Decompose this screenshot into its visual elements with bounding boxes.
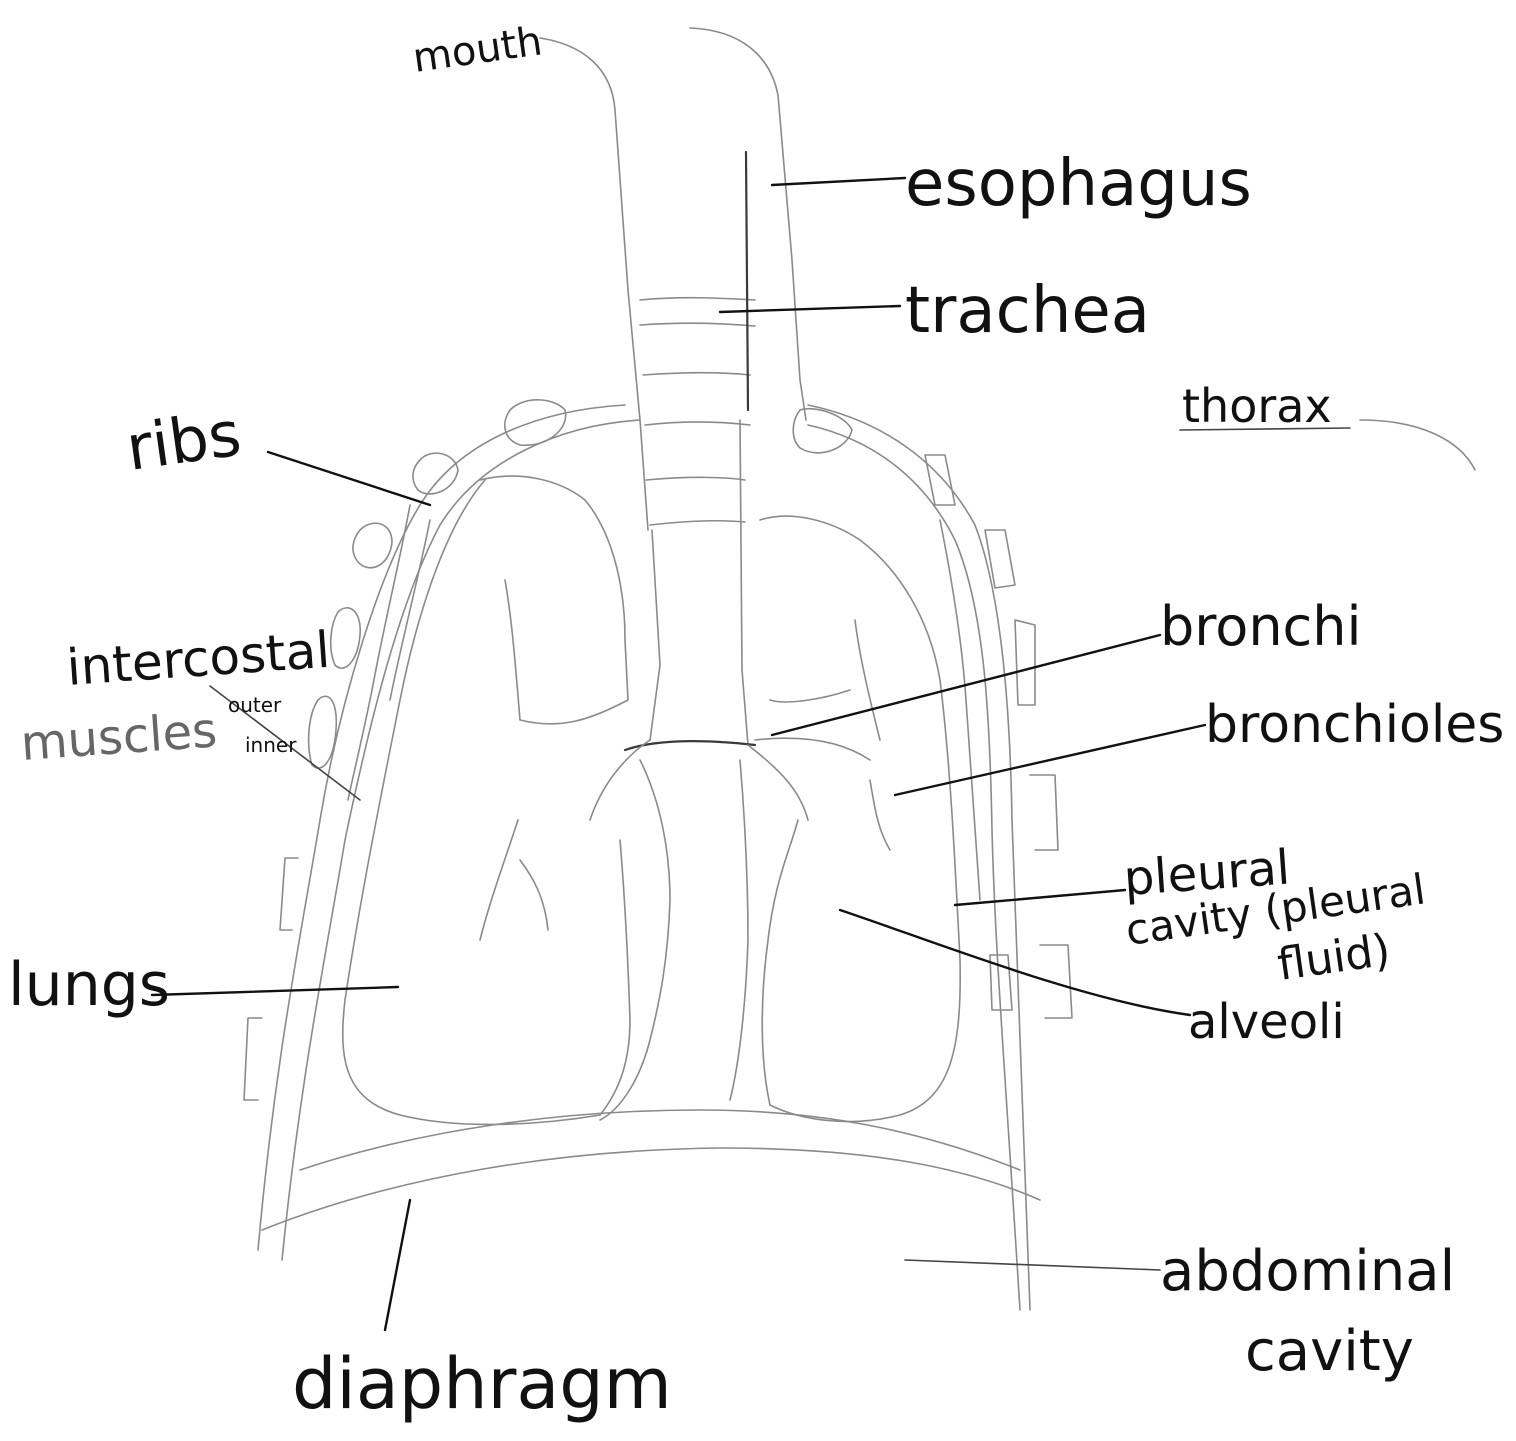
label-diaphragm: diaphragm	[292, 1343, 672, 1425]
label-bronchioles: bronchioles	[1205, 695, 1504, 755]
label-ribs: ribs	[122, 397, 245, 485]
leader-bronchi	[772, 635, 1160, 735]
label-muscles: muscles	[19, 702, 219, 772]
label-group: mouth esophagus trachea thorax ribs bron…	[8, 18, 1504, 1425]
leader-esophagus	[772, 178, 905, 185]
label-lungs: lungs	[8, 950, 170, 1020]
label-outer: outer	[228, 693, 282, 717]
leader-bronchioles	[895, 725, 1205, 795]
leader-abdominal	[905, 1260, 1160, 1270]
leader-lungs	[152, 987, 398, 995]
label-abdominal-2: cavity	[1245, 1319, 1414, 1384]
thorax-bracket	[1360, 420, 1475, 470]
label-esophagus: esophagus	[905, 147, 1252, 221]
ribcage-outline	[258, 405, 1030, 1310]
label-alveoli: alveoli	[1188, 994, 1345, 1050]
diaphragm-shape	[262, 1110, 1040, 1230]
left-lung	[343, 476, 630, 1124]
heart-area	[600, 760, 748, 1120]
label-mouth: mouth	[410, 18, 545, 82]
leader-ribs	[268, 452, 430, 505]
label-bronchi: bronchi	[1160, 595, 1361, 658]
trachea-line	[650, 152, 748, 745]
right-lung	[760, 516, 960, 1121]
leader-diaphragm	[385, 1200, 410, 1330]
label-trachea: trachea	[905, 274, 1150, 348]
label-inner: inner	[245, 733, 297, 757]
label-thorax: thorax	[1182, 379, 1332, 433]
bronchi-branch	[590, 738, 870, 820]
airway-tube	[540, 28, 806, 530]
label-abdominal-1: abdominal	[1160, 1239, 1455, 1304]
label-intercostal: intercostal	[65, 621, 332, 697]
label-pleural-3: fluid)	[1274, 925, 1393, 991]
